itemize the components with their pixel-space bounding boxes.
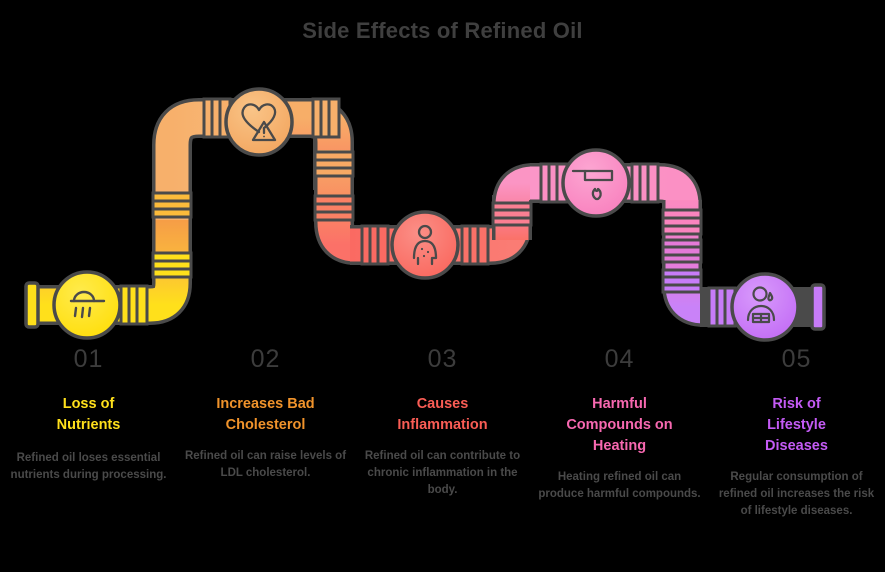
step-description-1: Refined oil loses essential nutrients du… — [10, 451, 167, 481]
strainer-drip-icon — [69, 290, 106, 319]
page-title: Side Effects of Refined Oil — [302, 18, 583, 43]
pipe-node-5[interactable] — [730, 272, 800, 342]
step-title-2-line1: Increases Bad — [216, 395, 315, 412]
step-number-1: 01 — [73, 345, 104, 373]
step-column-5: 05 Risk of Lifestyle Diseases Regular co… — [708, 340, 885, 572]
inflamed-body-icon — [412, 224, 438, 266]
step-title-4: Harmful Compounds on Heating — [566, 394, 672, 457]
step-column-1: 01 Loss of Nutrients Refined oil loses e… — [0, 340, 177, 572]
sick-person-bed-icon — [746, 286, 776, 324]
step-number-3: 03 — [427, 345, 458, 373]
step-title-4-line1: Harmful — [592, 395, 647, 412]
step-column-4: 04 Harmful Compounds on Heating Heating … — [531, 340, 708, 572]
pipeline-diagram — [24, 87, 826, 342]
step-title-5-line1: Risk of — [772, 395, 821, 412]
step-description-3: Refined oil can contribute to chronic in… — [364, 449, 521, 496]
step-title-2-line2: Cholesterol — [225, 416, 306, 433]
heart-warning-icon — [241, 103, 277, 142]
step-description-4: Heating refined oil can produce harmful … — [538, 470, 701, 500]
step-column-2: 02 Increases Bad Cholesterol Refined oil… — [177, 340, 354, 572]
step-number-2: 02 — [250, 345, 281, 373]
step-description-5: Regular consumption of refined oil incre… — [718, 470, 875, 517]
pipe-node-4[interactable] — [561, 148, 631, 218]
step-title-1: Loss of Nutrients — [57, 394, 121, 436]
steps-row: 01 Loss of Nutrients Refined oil loses e… — [0, 340, 885, 572]
pipe-node-1[interactable] — [52, 270, 122, 340]
step-description-2: Refined oil can raise levels of LDL chol… — [184, 449, 347, 479]
step-title-3: Causes Inflammation — [397, 394, 487, 436]
step-title-3-line2: Inflammation — [397, 416, 488, 433]
step-title-5: Risk of Lifestyle Diseases — [765, 394, 828, 457]
step-title-3-line1: Causes — [416, 395, 469, 412]
pipe-node-2[interactable] — [224, 87, 294, 157]
step-number-4: 04 — [604, 345, 635, 373]
step-title-2: Increases Bad Cholesterol — [216, 394, 314, 436]
step-column-3: 03 Causes Inflammation Refined oil can c… — [354, 340, 531, 572]
step-title-4-line2: Compounds on — [566, 416, 673, 433]
pipe-bands — [119, 97, 737, 328]
step-number-5: 05 — [781, 345, 812, 373]
step-title-5-line3: Diseases — [765, 437, 828, 454]
pipe-node-3[interactable] — [390, 210, 460, 280]
step-title-5-line2: Lifestyle — [767, 416, 826, 433]
pipe-end-caps — [24, 281, 826, 331]
pan-flame-icon — [571, 169, 614, 201]
step-title-4-line3: Heating — [592, 437, 647, 454]
step-title-1-line1: Loss of — [62, 395, 115, 412]
step-title-1-line2: Nutrients — [56, 416, 121, 433]
